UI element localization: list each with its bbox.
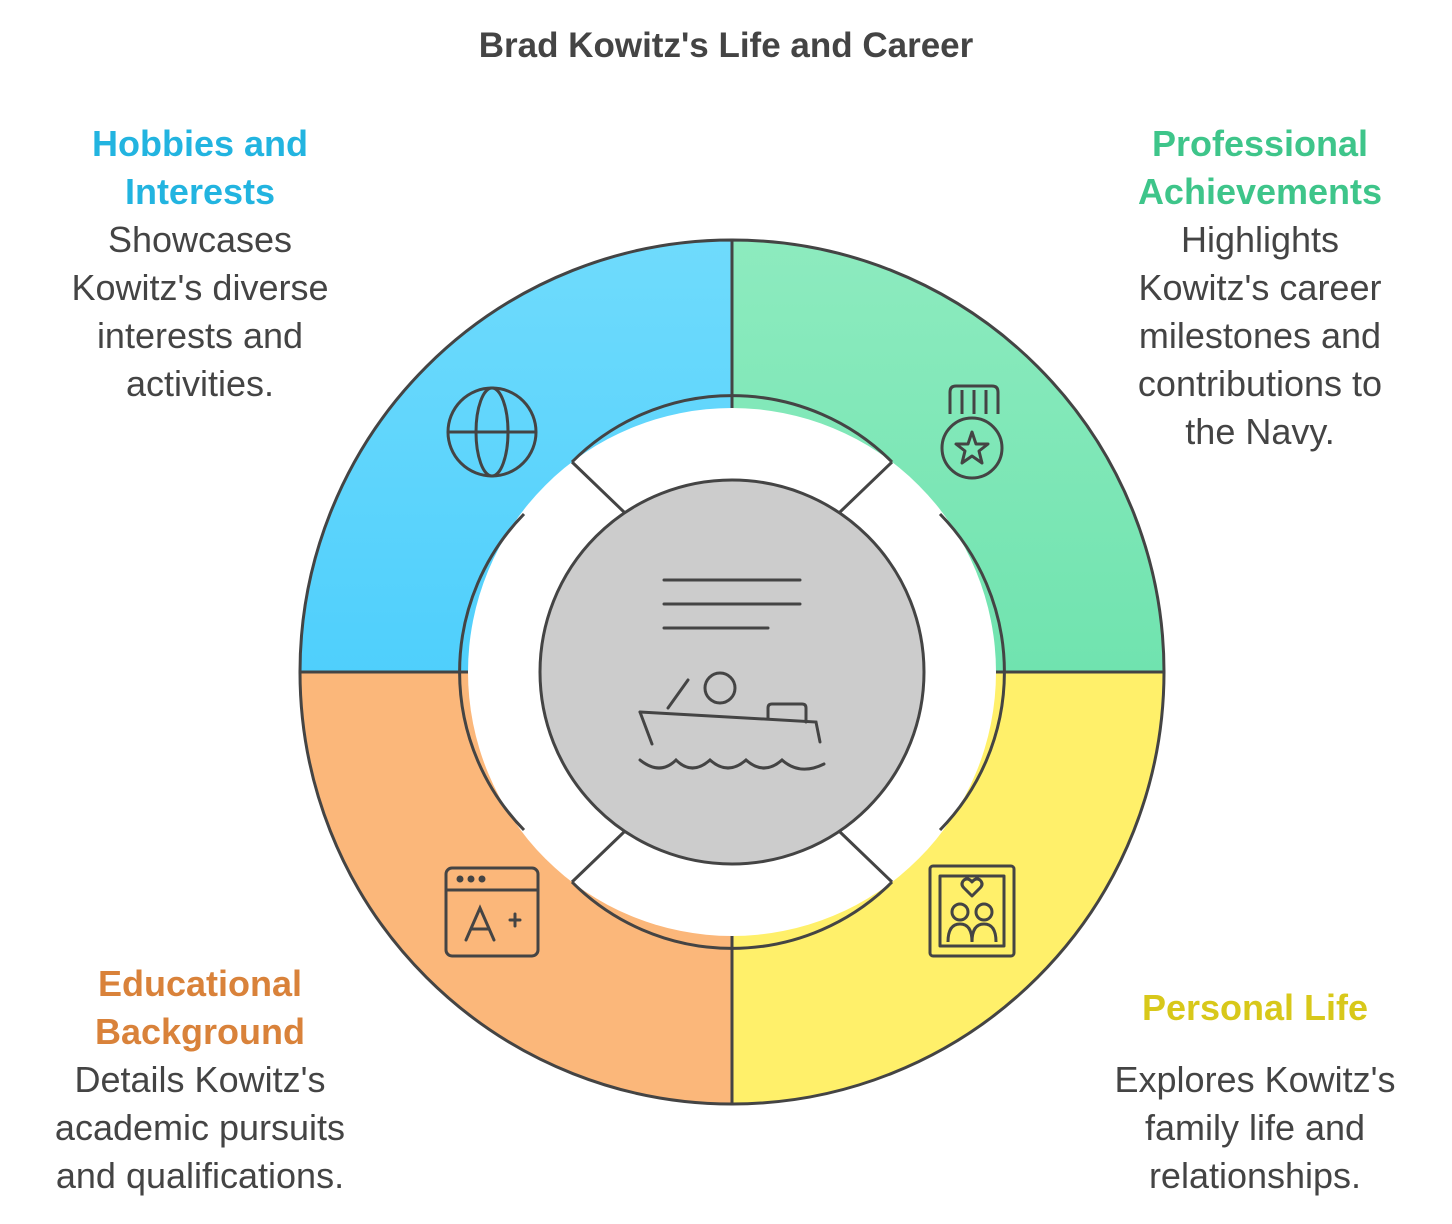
professional-heading: Professional Achievements bbox=[1075, 120, 1445, 216]
hobbies-desc-line: interests and bbox=[96, 315, 304, 356]
family-photo-icon bbox=[928, 864, 1016, 958]
personal-desc-line: Explores Kowitz's bbox=[1114, 1059, 1396, 1100]
diagram-title: Brad Kowitz's Life and Career bbox=[478, 26, 974, 65]
hobbies-heading-line: Interests bbox=[124, 171, 276, 212]
professional-desc-line: the Navy. bbox=[1185, 411, 1335, 452]
educational-heading: Educational Background bbox=[10, 960, 390, 1056]
professional-block: Professional Achievements Highlights Kow… bbox=[1075, 120, 1445, 456]
professional-heading-line: Achievements bbox=[1137, 171, 1383, 212]
grade-a-plus-icon bbox=[444, 866, 540, 958]
center-circle bbox=[538, 478, 926, 866]
educational-block: Educational Background Details Kowitz's … bbox=[10, 960, 390, 1200]
ring-connectors bbox=[570, 460, 894, 884]
professional-heading-line: Professional bbox=[1151, 123, 1369, 164]
ring-gap-arcs bbox=[458, 394, 1006, 950]
educational-desc-line: Details Kowitz's bbox=[74, 1059, 326, 1100]
educational-heading-line: Educational bbox=[97, 963, 303, 1004]
personal-heading-line: Personal Life bbox=[1141, 987, 1369, 1028]
educational-desc-line: and qualifications. bbox=[55, 1155, 345, 1196]
professional-desc-line: Highlights bbox=[1180, 219, 1340, 260]
personal-description: Explores Kowitz's family life and relati… bbox=[1070, 1056, 1440, 1200]
hobbies-description: Showcases Kowitz's diverse interests and… bbox=[20, 216, 380, 408]
globe-icon bbox=[446, 386, 538, 478]
professional-desc-line: milestones and bbox=[1138, 315, 1382, 356]
personal-desc-line: relationships. bbox=[1148, 1155, 1362, 1196]
professional-description: Highlights Kowitz's career milestones an… bbox=[1075, 216, 1445, 456]
educational-description: Details Kowitz's academic pursuits and q… bbox=[10, 1056, 390, 1200]
personal-block: Personal Life Explores Kowitz's family l… bbox=[1070, 984, 1440, 1200]
hobbies-desc-line: Showcases bbox=[107, 219, 293, 260]
professional-desc-line: Kowitz's career bbox=[1138, 267, 1382, 308]
boat-document-icon bbox=[638, 578, 826, 771]
personal-desc-line: family life and bbox=[1144, 1107, 1366, 1148]
hobbies-block: Hobbies and Interests Showcases Kowitz's… bbox=[20, 120, 380, 408]
medal-icon bbox=[940, 384, 1004, 480]
educational-heading-line: Background bbox=[94, 1011, 306, 1052]
hobbies-desc-line: activities. bbox=[125, 363, 275, 404]
hobbies-heading-line: Hobbies and bbox=[91, 123, 309, 164]
personal-heading: Personal Life bbox=[1070, 984, 1440, 1032]
hobbies-heading: Hobbies and Interests bbox=[20, 120, 380, 216]
hobbies-desc-line: Kowitz's diverse bbox=[71, 267, 329, 308]
professional-desc-line: contributions to bbox=[1137, 363, 1383, 404]
educational-desc-line: academic pursuits bbox=[54, 1107, 346, 1148]
